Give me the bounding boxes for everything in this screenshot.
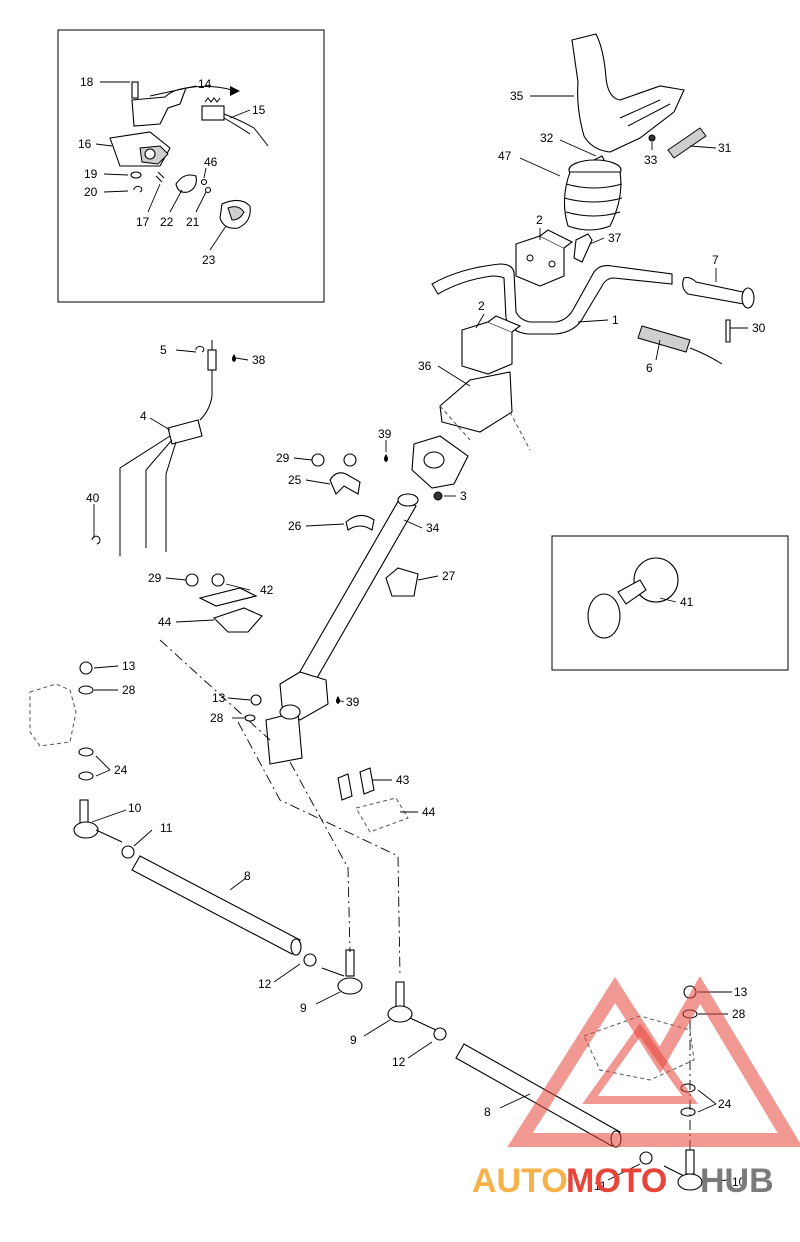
callout-46: 46	[204, 155, 218, 169]
callout-8-left: 8	[244, 869, 251, 883]
callout-42: 42	[260, 583, 274, 597]
callout-21: 21	[186, 215, 200, 229]
callout-22: 22	[160, 215, 174, 229]
callout-9-right: 9	[350, 1033, 357, 1047]
tie-rod-left	[131, 855, 301, 955]
callout-10-right: 10	[732, 1175, 746, 1189]
watermark-brand-left: AUTO	[472, 1162, 568, 1200]
callout-11-left: 11	[160, 821, 173, 835]
callout-11-right: 11	[594, 1179, 607, 1193]
callout-24-left: 24	[114, 763, 128, 777]
callout-44-upper: 44	[158, 615, 172, 629]
callout-18: 18	[80, 75, 94, 89]
callout-29-lower: 29	[148, 571, 162, 585]
callout-12-right: 12	[392, 1055, 406, 1069]
callout-13-right: 13	[734, 985, 748, 999]
callout-39-upper: 39	[378, 427, 392, 441]
callout-16: 16	[78, 137, 92, 151]
callout-6: 6	[646, 361, 653, 375]
throttle-cable	[91, 340, 236, 556]
callout-17: 17	[136, 215, 150, 229]
callout-32: 32	[540, 131, 554, 145]
callout-15: 15	[252, 103, 266, 117]
callout-5: 5	[160, 343, 167, 357]
callout-28-mid: 28	[210, 711, 224, 725]
watermark-brand-right: HUB	[700, 1162, 774, 1200]
callout-27: 27	[442, 569, 456, 583]
callout-38: 38	[252, 353, 266, 367]
callout-30: 30	[752, 321, 766, 335]
callout-8-right: 8	[484, 1105, 491, 1119]
automotohub-watermark: AUTO MOTO HUB	[472, 976, 800, 1200]
watermark-brand-mid: MOTO	[566, 1162, 667, 1200]
callout-9-left: 9	[300, 1001, 307, 1015]
callout-31: 31	[718, 141, 732, 155]
callout-44-lower: 44	[422, 805, 436, 819]
handlebar	[431, 263, 673, 335]
inset-switch-housing	[57, 29, 325, 303]
callout-4: 4	[140, 409, 147, 423]
callout-36: 36	[418, 359, 432, 373]
callout-40: 40	[86, 491, 100, 505]
callout-14: 14	[198, 77, 212, 91]
callout-43: 43	[396, 773, 410, 787]
callout-47: 47	[498, 149, 512, 163]
callout-35: 35	[510, 89, 524, 103]
callout-23: 23	[202, 253, 216, 267]
callout-2-upper: 2	[536, 213, 543, 227]
steering-boot	[563, 159, 623, 231]
callout-26: 26	[288, 519, 302, 533]
callout-33: 33	[644, 153, 658, 167]
callout-7: 7	[712, 253, 719, 267]
callout-2-lower: 2	[478, 299, 485, 313]
callout-24-right: 24	[718, 1097, 732, 1111]
callout-13-left: 13	[122, 659, 136, 673]
callout-28-left: 28	[122, 683, 136, 697]
callout-29-upper: 29	[276, 451, 290, 465]
callout-20: 20	[84, 185, 98, 199]
callout-13-mid: 13	[212, 691, 226, 705]
callout-39-lower: 39	[346, 695, 360, 709]
steering-cover	[571, 33, 685, 153]
callout-34: 34	[426, 521, 440, 535]
callout-12-left: 12	[258, 977, 272, 991]
callout-3: 3	[460, 489, 467, 503]
callout-19: 19	[84, 167, 98, 181]
inset-knob	[551, 535, 789, 671]
callout-1: 1	[612, 313, 619, 327]
callout-10-left: 10	[128, 801, 142, 815]
callout-labels: 18 14 15 16 46 19 20 17 22 21 23 35 32 3…	[78, 75, 766, 1193]
callout-41: 41	[680, 595, 694, 609]
callout-37: 37	[608, 231, 622, 245]
callout-28-right: 28	[732, 1007, 746, 1021]
callout-25: 25	[288, 473, 302, 487]
